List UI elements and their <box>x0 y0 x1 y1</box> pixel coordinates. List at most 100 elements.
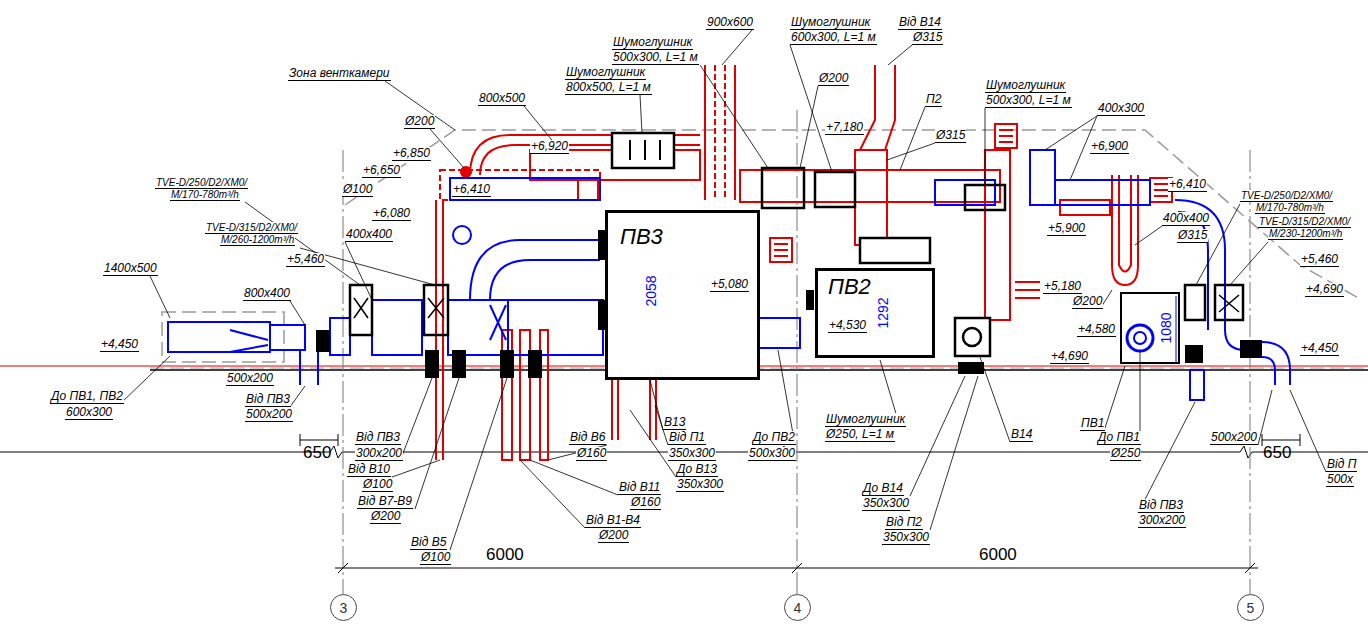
annotation-label: До ПВ1 <box>1097 431 1141 445</box>
axis-number: 5 <box>1247 600 1255 616</box>
exhaust-duct <box>1262 342 1290 385</box>
supply-duct <box>860 65 895 150</box>
exhaust-duct <box>448 300 508 355</box>
supply-duct <box>436 65 1172 460</box>
annotation-label: TVE-D/315/D2/XM0/ <box>1258 216 1351 228</box>
exhaust-duct <box>1175 200 1245 350</box>
unit-name: ПВ3 <box>620 225 663 249</box>
exhaust-duct <box>330 318 350 355</box>
annotation-label: Ø315 <box>912 31 943 45</box>
annotation-label: 300x200 <box>355 447 403 461</box>
duct-connector <box>500 350 514 378</box>
duct-connector <box>1240 340 1262 358</box>
annotation-label: TVE-D/250/D2/XM0/ <box>155 177 248 189</box>
equipment-unit: 1080 <box>1120 292 1180 364</box>
leader-line <box>1104 366 1125 431</box>
leader-line <box>778 350 795 445</box>
grid-axis-bubble: 5 <box>1237 594 1264 621</box>
leader-line <box>700 65 768 168</box>
annotation-label: Від В14 <box>898 16 942 30</box>
leader-line <box>887 143 935 160</box>
exhaust-duct <box>470 240 600 300</box>
leader-line <box>888 45 912 65</box>
annotation-label: +6,410 <box>1168 178 1207 192</box>
duct-fitting <box>424 285 448 335</box>
duct-fitting <box>428 298 444 318</box>
annotation-label: Від ПВ3 <box>355 431 401 445</box>
ventilation-zone-boundary <box>345 130 1362 300</box>
dimension-value: 1292 <box>875 297 891 328</box>
leader-line <box>524 106 560 150</box>
leader-line <box>120 30 1326 550</box>
leader-line <box>790 45 832 172</box>
annotation-label: 350x300 <box>862 497 910 511</box>
supply-duct <box>740 170 1000 202</box>
supply-duct <box>1015 282 1040 298</box>
leader-line <box>1258 390 1272 445</box>
annotation-label: Від В1-В4 <box>585 514 641 528</box>
annotation-label: До ПВ1, ПВ2 <box>50 390 124 404</box>
leader-line <box>245 202 360 285</box>
duct-connector <box>1185 345 1203 363</box>
annotation-label: Ø160 <box>576 447 607 461</box>
leader-line <box>985 108 986 185</box>
supply-duct <box>578 178 598 200</box>
exhaust-duct <box>1127 325 1153 351</box>
exhaust-duct <box>1030 150 1055 205</box>
annotation-label: Від П1 <box>668 431 706 445</box>
duct-connector <box>425 350 439 378</box>
exhaust-duct <box>300 350 318 385</box>
leader-line <box>1138 402 1195 513</box>
leader-line <box>150 276 170 318</box>
leader-line <box>800 86 818 168</box>
annotation-label: П2 <box>925 93 942 107</box>
supply-duct <box>540 330 548 460</box>
annotation-label: +4,450 <box>1300 342 1339 356</box>
duct-fitting <box>1215 285 1243 320</box>
leader-line <box>520 460 585 528</box>
annotation-label: Шумоглушник <box>985 79 1066 93</box>
supply-duct <box>855 150 887 245</box>
annotation-label: Від В10 <box>347 463 391 477</box>
exhaust-duct <box>490 305 506 340</box>
leader-line <box>290 386 305 407</box>
leader-line <box>430 129 464 168</box>
supply-duct <box>774 244 788 256</box>
annotation-label: Ø160 <box>630 496 661 510</box>
annotation-label: M/230-1200m³/h <box>1268 228 1343 240</box>
duct-connector <box>452 350 466 378</box>
exhaust-duct <box>168 322 270 352</box>
annotation-label: Шумоглушник <box>790 16 871 30</box>
leader-line <box>900 107 925 170</box>
annotation-label: 800x500 <box>478 92 526 106</box>
exhaust-duct <box>270 325 305 350</box>
supply-duct <box>770 238 792 262</box>
leader-line <box>980 357 1010 442</box>
annotation-label: 350x300 <box>668 447 716 461</box>
supply-duct <box>1150 178 1172 202</box>
leader-line <box>1290 390 1326 472</box>
supply-duct <box>617 380 619 440</box>
unit-name: ПВ2 <box>828 275 871 299</box>
annotation-label: Ø200 <box>598 529 629 543</box>
dimension-value: 6000 <box>978 546 1018 564</box>
leader-line <box>1070 116 1097 180</box>
annotation-label: До В14 <box>862 482 904 496</box>
dimension-line <box>300 434 1300 573</box>
annotation-label: 600x300, L=1 м <box>790 31 877 45</box>
annotation-label: ПВ1 <box>1080 417 1105 431</box>
leader-line <box>345 242 372 300</box>
leader-line <box>120 356 170 404</box>
grid-axis-line <box>343 150 344 594</box>
annotation-label: 350x300 <box>676 478 724 492</box>
floor-line <box>0 446 1368 458</box>
annotation-label: Від В7-В9 <box>357 495 413 509</box>
annotation-label: M/170-780m³/h <box>1255 202 1325 214</box>
annotation-label: До В13 <box>676 463 718 477</box>
axis-number: 4 <box>794 600 802 616</box>
dimension-value: 650 <box>302 444 332 462</box>
annotation-label: 800x400 <box>243 287 291 301</box>
annotation-label: Ø315 <box>1177 229 1208 243</box>
supply-duct <box>1154 184 1168 196</box>
supply-duct <box>714 65 716 200</box>
